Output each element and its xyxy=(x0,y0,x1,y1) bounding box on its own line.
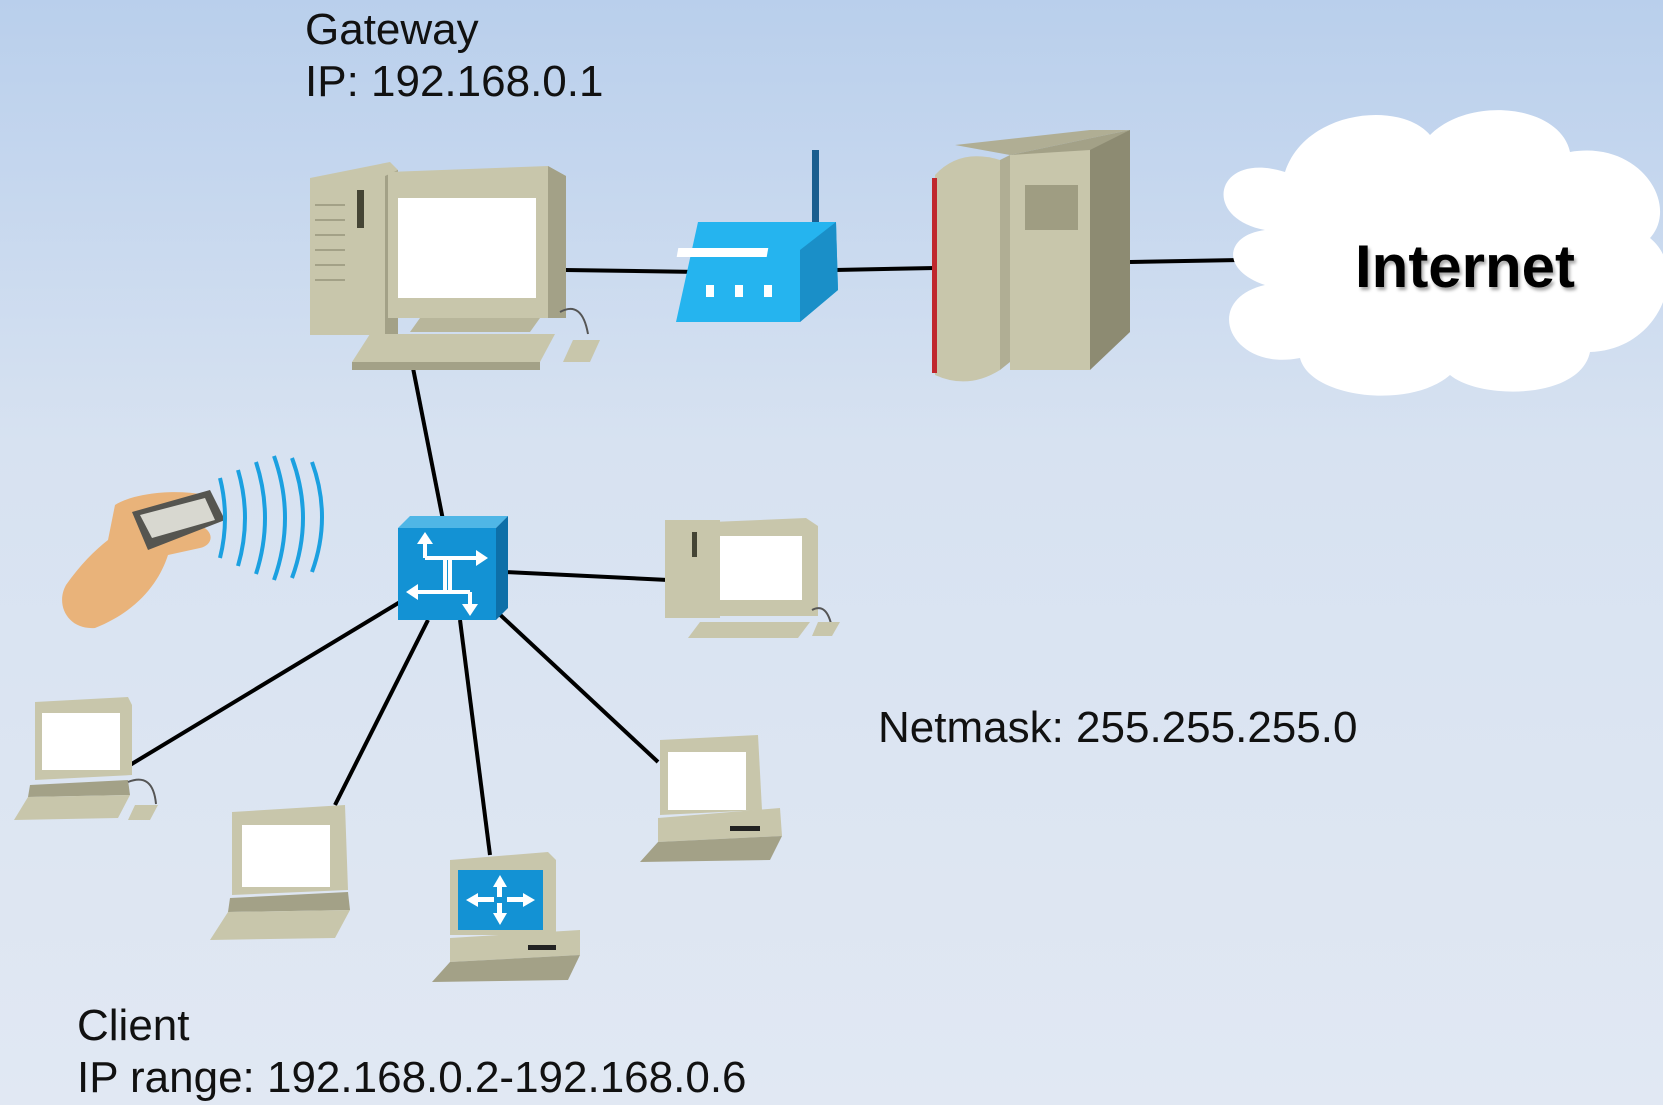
link-gateway-modem xyxy=(564,268,701,274)
client-laptop-icon xyxy=(210,805,350,940)
link-switch-terminal xyxy=(458,619,492,856)
cloud-icon xyxy=(1223,110,1663,396)
client-label: Client IP range: 192.168.0.2-192.168.0.6 xyxy=(77,1000,747,1104)
client-title: Client xyxy=(77,1001,190,1050)
gateway-computer-icon xyxy=(310,162,600,370)
wireless-modem-icon xyxy=(676,150,838,322)
link-gateway-switch xyxy=(411,367,445,521)
firewall-server-icon xyxy=(932,130,1130,382)
netmask-label: Netmask: 255.255.255.0 xyxy=(878,703,1358,752)
client-laptop-icon xyxy=(640,735,782,862)
client-ip-range: IP range: 192.168.0.2-192.168.0.6 xyxy=(77,1053,747,1102)
internet-label: Internet xyxy=(1355,233,1576,300)
gateway-title: Gateway xyxy=(305,5,479,54)
link-switch-laptop-left xyxy=(128,600,402,767)
link-switch-laptop-center xyxy=(333,619,430,806)
handheld-wireless-device-icon xyxy=(62,455,324,629)
gateway-label: Gateway IP: 192.168.0.1 xyxy=(305,4,603,108)
link-switch-laptop-right xyxy=(493,608,660,764)
link-firewall-internet xyxy=(1129,258,1241,264)
link-modem-firewall xyxy=(834,266,936,272)
link-switch-desktop xyxy=(504,570,669,582)
network-links xyxy=(128,258,1241,856)
client-laptop-icon xyxy=(14,697,158,820)
client-router-terminal-icon xyxy=(432,852,580,982)
network-switch-icon xyxy=(398,516,508,620)
client-desktop-icon xyxy=(665,518,840,638)
gateway-ip: IP: 192.168.0.1 xyxy=(305,57,604,106)
